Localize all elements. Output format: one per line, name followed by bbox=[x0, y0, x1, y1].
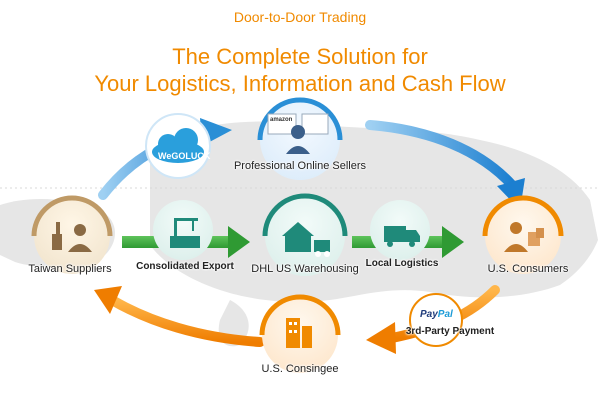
paypal-pay-text: Pay bbox=[420, 309, 438, 320]
crane-container-icon bbox=[170, 218, 200, 248]
factory-worker-icon bbox=[52, 222, 92, 252]
label-consolidated-export: Consolidated Export bbox=[136, 261, 234, 272]
dhl-warehousing-node bbox=[262, 193, 348, 276]
paypal-pal-text: Pal bbox=[437, 309, 453, 320]
orange-arrowhead-right bbox=[366, 322, 396, 354]
wegoluck-logo-node bbox=[145, 113, 211, 179]
delivery-truck-icon bbox=[384, 226, 420, 247]
label-taiwan-suppliers: Taiwan Suppliers bbox=[28, 263, 112, 275]
label-professional-sellers: Professional Online Sellers bbox=[233, 160, 367, 172]
label-us-consumers: U.S. Consumers bbox=[487, 263, 569, 275]
taiwan-suppliers-node bbox=[31, 195, 113, 274]
wegoluck-logo-text: WeGOLUCK bbox=[158, 151, 211, 161]
warehouse-truck-icon bbox=[282, 222, 330, 257]
label-dhl-warehousing: DHL US Warehousing bbox=[251, 263, 359, 275]
cloud-logo-icon bbox=[152, 128, 204, 163]
consolidated-export-node bbox=[153, 200, 213, 260]
amazon-logo-text: amazon bbox=[270, 117, 293, 123]
label-local-logistics: Local Logistics bbox=[365, 258, 439, 269]
shopper-bags-icon bbox=[504, 222, 544, 252]
blue-arrow-right bbox=[365, 120, 517, 190]
local-logistics-node bbox=[370, 200, 430, 260]
us-consumers-node bbox=[482, 195, 564, 274]
professional-sellers-node bbox=[257, 97, 343, 180]
label-third-party-payment: 3rd-Party Payment bbox=[405, 326, 495, 337]
orange-arrowhead-left bbox=[94, 286, 122, 314]
tagline: Door-to-Door Trading bbox=[233, 9, 367, 25]
paypal-logo: PayPal bbox=[420, 309, 453, 320]
building-icon bbox=[286, 318, 312, 348]
label-us-consignee: U.S. Consingee bbox=[261, 363, 339, 375]
orange-arrow-left bbox=[107, 295, 265, 347]
headline-line-1: The Complete Solution for bbox=[172, 44, 428, 69]
headline-line-2: Your Logistics, Information and Cash Flo… bbox=[94, 71, 506, 96]
us-consignee-node bbox=[259, 294, 341, 373]
seller-laptop-icon bbox=[267, 113, 329, 154]
paypal-badge bbox=[409, 293, 463, 347]
